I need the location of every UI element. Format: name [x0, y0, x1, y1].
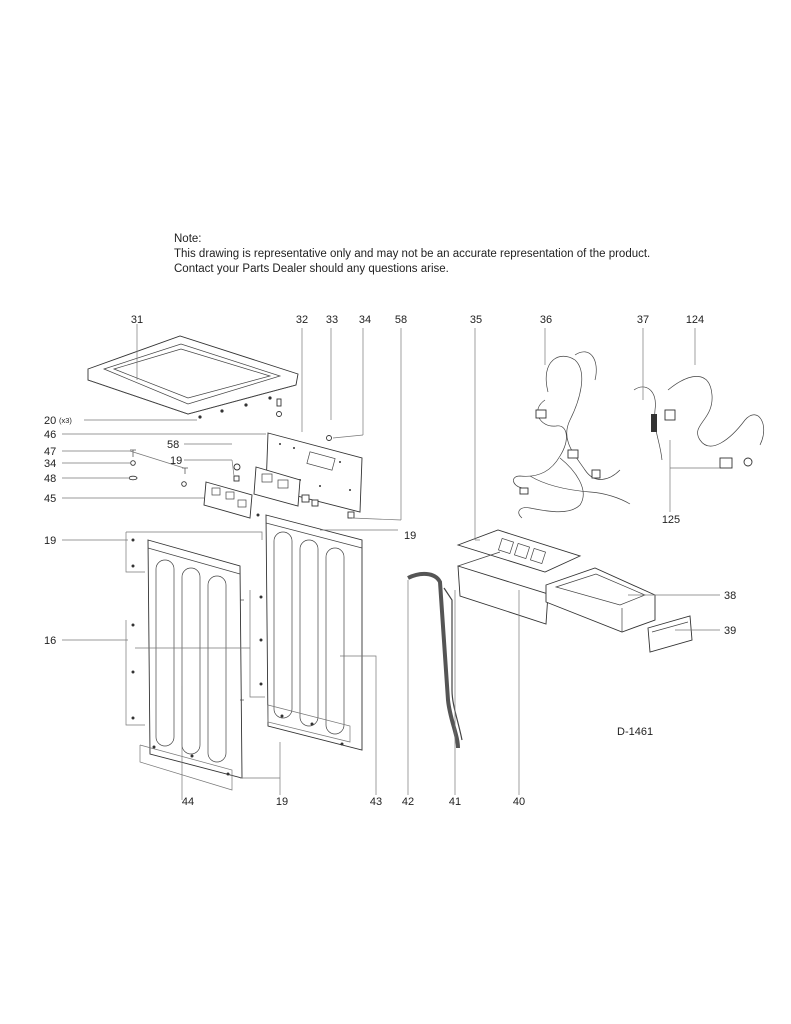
label-42: 42: [402, 796, 414, 808]
part-45-ui-module: [203, 481, 253, 519]
label-34-top: 34: [359, 314, 371, 326]
label-58-mid: 58: [167, 439, 179, 451]
part-38-dispenser-housing: [545, 567, 656, 633]
label-125: 125: [662, 514, 680, 526]
label-46: 46: [44, 429, 56, 441]
part-37-124-125-sensors: [633, 376, 764, 469]
diagram-id: D-1461: [617, 726, 653, 738]
label-40: 40: [513, 796, 525, 808]
label-44: 44: [182, 796, 194, 808]
label-32: 32: [296, 314, 308, 326]
label-19-right: 19: [404, 530, 416, 542]
label-20-qty: (x3): [59, 416, 72, 425]
panel-screws: [131, 513, 344, 776]
part-41-42-hoses: [407, 571, 463, 749]
label-19-mid: 19: [170, 455, 182, 467]
note-heading: Note:: [174, 233, 202, 245]
leader-lines: [62, 324, 720, 800]
part-46-control-board: [233, 463, 319, 507]
label-19-left: 19: [44, 535, 56, 547]
label-19-bottom: 19: [276, 796, 288, 808]
label-16: 16: [44, 635, 56, 647]
label-20: 20: [44, 415, 56, 427]
label-45: 45: [44, 493, 56, 505]
note-line-2: Contact your Parts Dealer should any que…: [174, 263, 449, 275]
label-36: 36: [540, 314, 552, 326]
label-58-top: 58: [395, 314, 407, 326]
label-37: 37: [637, 314, 649, 326]
label-39: 39: [724, 625, 736, 637]
part-35-40-base-assembly: [456, 529, 591, 625]
hardware-47-34-48: [128, 449, 188, 487]
label-31: 31: [131, 314, 143, 326]
part-36-wire-harness: [513, 351, 631, 519]
part-43-right-side-panel: [265, 514, 363, 751]
part-labels: 31 32 33 34 58 35 36 37 124 20 (x3) 46 5…: [44, 314, 736, 808]
note-line-1: This drawing is representative only and …: [174, 248, 651, 260]
label-33: 33: [326, 314, 338, 326]
part-39-drawer-handle: [647, 615, 693, 653]
label-124: 124: [686, 314, 704, 326]
label-34-left: 34: [44, 458, 56, 470]
label-41: 41: [449, 796, 461, 808]
label-35: 35: [470, 314, 482, 326]
part-31-top-cover: [87, 335, 299, 419]
label-47: 47: [44, 446, 56, 458]
disclaimer-note: Note: This drawing is representative onl…: [174, 232, 650, 277]
label-48: 48: [44, 473, 56, 485]
label-43: 43: [370, 796, 382, 808]
label-38: 38: [724, 590, 736, 602]
part-44-left-side-panel: [147, 539, 244, 779]
